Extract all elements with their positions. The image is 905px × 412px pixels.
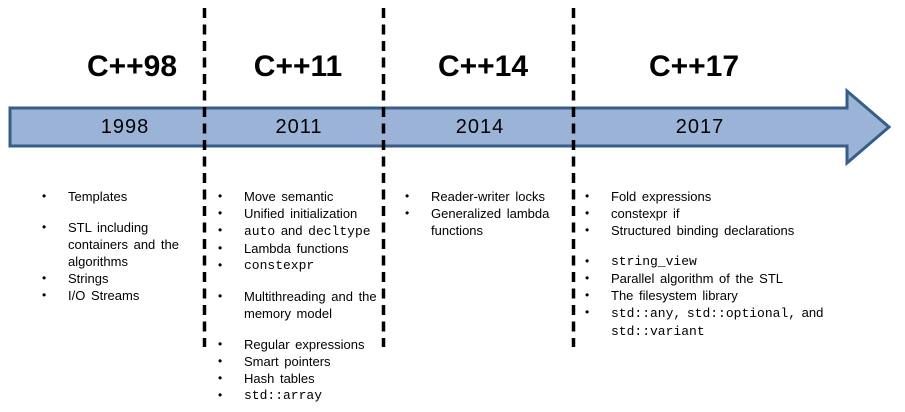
feature-item: • Move semantic bbox=[218, 188, 386, 205]
feature-item: • string_view bbox=[585, 253, 836, 270]
feature-text: I/O Streams bbox=[68, 288, 140, 303]
feature-text: Fold expressions bbox=[611, 189, 712, 204]
feature-item: • Multithreading and the memory model bbox=[218, 288, 386, 322]
standard-title-cpp17: C++17 bbox=[648, 50, 740, 83]
feature-list-cpp98: • Templates • STL including containers a… bbox=[42, 188, 192, 304]
code-text: string_view bbox=[611, 254, 697, 269]
bullet-icon: • bbox=[218, 189, 223, 203]
feature-text: constexpr if bbox=[611, 206, 680, 221]
feature-text: and bbox=[796, 305, 824, 320]
feature-item: • Lambda functions bbox=[218, 240, 386, 257]
feature-text: Move semantic bbox=[244, 189, 334, 204]
bullet-icon: • bbox=[218, 354, 223, 368]
feature-text: Hash tables bbox=[244, 371, 315, 386]
bullet-icon: • bbox=[42, 288, 47, 302]
bullet-icon: • bbox=[405, 189, 410, 203]
feature-text: The filesystem library bbox=[611, 288, 738, 303]
code-text: std::variant bbox=[611, 324, 705, 339]
feature-item: • std::array bbox=[218, 387, 386, 404]
bullet-icon: • bbox=[218, 223, 223, 237]
feature-text: STL including containers and the algorit… bbox=[68, 220, 179, 269]
bullet-icon: • bbox=[218, 388, 223, 402]
code-text: constexpr bbox=[244, 258, 315, 273]
feature-item: • I/O Streams bbox=[42, 287, 192, 304]
bullet-icon: • bbox=[42, 271, 47, 285]
bullet-icon: • bbox=[218, 241, 223, 255]
feature-item: • Reader-writer locks bbox=[405, 188, 556, 205]
feature-item: • Structured binding declarations bbox=[585, 222, 836, 239]
feature-item: • The filesystem library bbox=[585, 287, 836, 304]
feature-item: • Templates bbox=[42, 188, 192, 205]
year-label-2014: 2014 bbox=[455, 116, 505, 138]
feature-item: • Regular expressions bbox=[218, 336, 386, 353]
feature-item: • STL including containers and the algor… bbox=[42, 219, 192, 270]
feature-item: • constexpr bbox=[218, 257, 386, 274]
feature-item: • auto and decltype bbox=[218, 222, 386, 240]
feature-text: Multithreading and the memory model bbox=[244, 289, 377, 321]
feature-text: std::any, std::optional, and std::varian… bbox=[611, 304, 836, 340]
feature-list-cpp11: • Move semantic • Unified initialization… bbox=[218, 188, 386, 404]
code-text: auto bbox=[244, 224, 276, 239]
feature-text: Lambda functions bbox=[244, 241, 349, 256]
feature-text: Regular expressions bbox=[244, 337, 365, 352]
feature-item: • Parallel algorithm of the STL bbox=[585, 270, 836, 287]
feature-text: Structured binding declarations bbox=[611, 223, 795, 238]
feature-text: and bbox=[275, 223, 309, 238]
bullet-icon: • bbox=[218, 337, 223, 351]
code-text: std::array bbox=[244, 388, 323, 403]
year-label-2011: 2011 bbox=[275, 116, 323, 138]
feature-item: • std::any, std::optional, and std::vari… bbox=[585, 304, 836, 340]
code-text: std::optional, bbox=[686, 306, 797, 321]
feature-list-cpp14: • Reader-writer locks • Generalized lamb… bbox=[405, 188, 556, 239]
code-text: std::any, bbox=[611, 306, 682, 321]
feature-text: Parallel algorithm of the STL bbox=[611, 271, 784, 286]
bullet-icon: • bbox=[585, 206, 590, 220]
year-label-2017: 2017 bbox=[675, 116, 725, 138]
bullet-icon: • bbox=[585, 288, 590, 302]
feature-text: Smart pointers bbox=[244, 354, 331, 369]
feature-text: Generalized lambda functions bbox=[431, 206, 550, 238]
bullet-icon: • bbox=[585, 254, 590, 268]
feature-text: Templates bbox=[68, 189, 128, 204]
feature-text: auto and decltype bbox=[244, 222, 386, 240]
bullet-icon: • bbox=[218, 289, 223, 303]
bullet-icon: • bbox=[218, 206, 223, 220]
standard-title-cpp14: C++14 bbox=[437, 50, 529, 83]
bullet-icon: • bbox=[42, 220, 47, 234]
feature-list-cpp17: • Fold expressions • constexpr if • Stru… bbox=[585, 188, 836, 340]
bullet-icon: • bbox=[405, 206, 410, 220]
feature-item: • constexpr if bbox=[585, 205, 836, 222]
bullet-icon: • bbox=[585, 305, 590, 319]
bullet-icon: • bbox=[218, 371, 223, 385]
feature-item: • Smart pointers bbox=[218, 353, 386, 370]
standard-title-cpp98: C++98 bbox=[86, 50, 178, 83]
feature-text: Reader-writer locks bbox=[431, 189, 545, 204]
feature-text: Unified initialization bbox=[244, 206, 358, 221]
feature-text: Strings bbox=[68, 271, 109, 286]
bullet-icon: • bbox=[585, 271, 590, 285]
code-text: decltype bbox=[308, 224, 371, 239]
feature-item: • Strings bbox=[42, 270, 192, 287]
year-label-1998: 1998 bbox=[100, 116, 150, 138]
feature-item: • Unified initialization bbox=[218, 205, 386, 222]
bullet-icon: • bbox=[585, 223, 590, 237]
bullet-icon: • bbox=[585, 189, 590, 203]
timeline-arrow bbox=[8, 87, 892, 167]
feature-item: • Generalized lambda functions bbox=[405, 205, 556, 239]
feature-item: • Fold expressions bbox=[585, 188, 836, 205]
bullet-icon: • bbox=[42, 189, 47, 203]
feature-item: • Hash tables bbox=[218, 370, 386, 387]
standard-title-cpp11: C++11 bbox=[253, 50, 343, 83]
bullet-icon: • bbox=[218, 258, 223, 272]
